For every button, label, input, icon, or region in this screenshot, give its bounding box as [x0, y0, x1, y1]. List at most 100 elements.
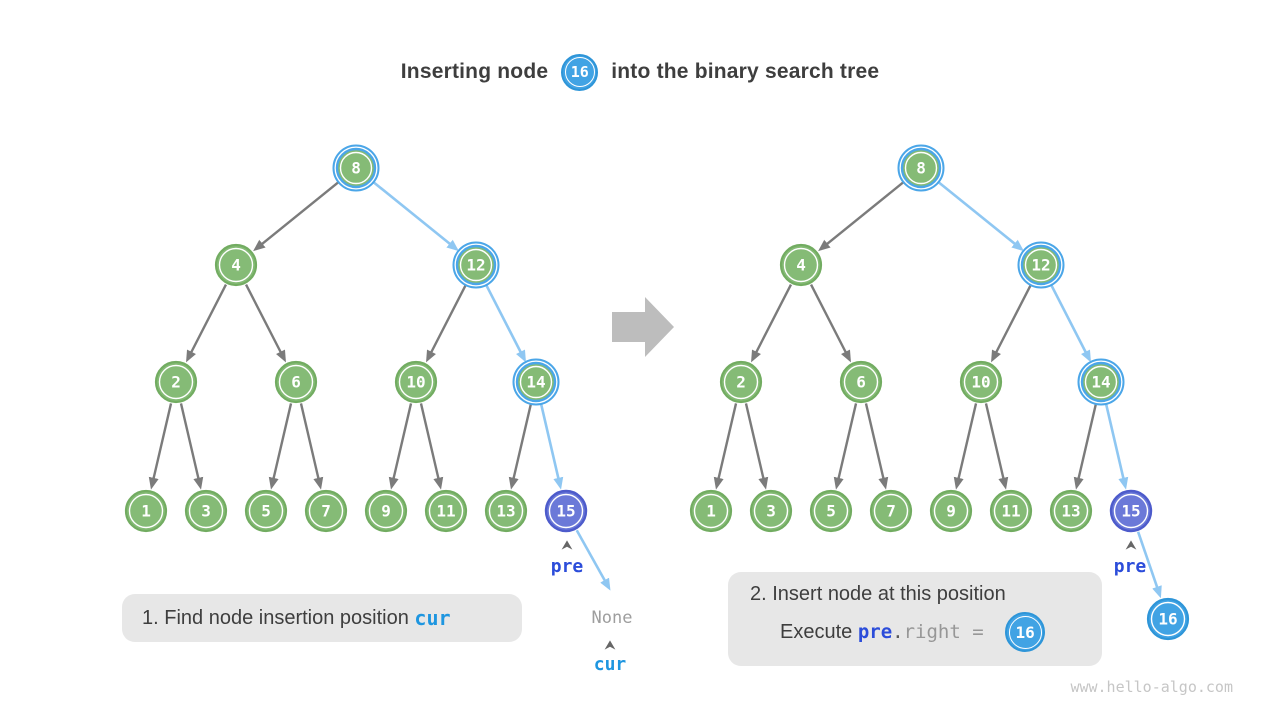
transition-arrow-icon: [612, 297, 674, 357]
tree-node-4: 4: [214, 243, 258, 287]
pointer-label-none: None: [592, 608, 633, 628]
caption-2-code-pre: pre: [857, 621, 893, 643]
node-value: 13: [496, 502, 515, 521]
edge-12-14: [1049, 283, 1091, 363]
node-value: 9: [946, 502, 956, 521]
node-value: 13: [1061, 502, 1080, 521]
tree-node-13: 13: [484, 489, 528, 533]
up-caret-icon: [561, 540, 573, 550]
tree-node-10: 10: [959, 360, 1003, 404]
edge-10-9: [388, 403, 413, 490]
node-value: 15: [1121, 502, 1140, 521]
tree-node-5: 5: [809, 489, 853, 533]
edge-12-10: [991, 284, 1033, 363]
up-caret-icon: [1125, 540, 1137, 550]
pointer-label-pre: pre: [1114, 556, 1147, 577]
node-value: 8: [351, 159, 361, 178]
edge-10-11: [419, 403, 444, 490]
title-prefix: Inserting node: [400, 60, 549, 83]
tree-node-9: 9: [929, 489, 973, 533]
tree-node-6: 6: [839, 360, 883, 404]
tree-node-16: 16: [1146, 597, 1190, 641]
node-value: 11: [436, 502, 455, 521]
caption-2-exec-label: Execute: [780, 620, 858, 643]
node-value: 2: [171, 373, 181, 392]
node-value: 5: [261, 502, 271, 521]
node-value: 9: [381, 502, 391, 521]
caption-step-2: 2. Insert node at this position Execute …: [728, 572, 1102, 666]
edge-4-2: [186, 284, 228, 363]
node-value: 7: [321, 502, 331, 521]
edge-6-7: [864, 403, 889, 490]
node-value: 6: [856, 373, 866, 392]
pointer-label-cur: cur: [594, 654, 627, 675]
tree-node-7: 7: [869, 489, 913, 533]
node-value: 2: [736, 373, 746, 392]
tree-node-15: 15: [544, 489, 588, 533]
edge-2-3: [179, 403, 204, 490]
tree-node-15: 15: [1109, 489, 1153, 533]
edge-8-4: [253, 180, 340, 252]
edge-2-1: [713, 403, 738, 490]
edge-12-10: [426, 284, 468, 363]
node-value: 3: [766, 502, 776, 521]
caption-1-text: 1. Find node insertion position: [142, 606, 415, 629]
caption-2-node-16: 16: [1005, 612, 1046, 652]
edge-4-6: [244, 284, 286, 363]
tree-node-6: 6: [274, 360, 318, 404]
node-value: 4: [796, 256, 806, 275]
node-value: 10: [406, 373, 425, 392]
caption-2-line-1: 2. Insert node at this position: [750, 583, 1006, 605]
tree-node-1: 1: [124, 489, 168, 533]
tree-node-10: 10: [394, 360, 438, 404]
edge-2-1: [148, 403, 173, 490]
node-value: 1: [706, 502, 716, 521]
node-value: 15: [556, 502, 575, 521]
node-value: 10: [971, 373, 990, 392]
edge-10-11: [984, 403, 1009, 490]
caption-2-node-value: 16: [1015, 622, 1035, 642]
tree-node-14: 14: [512, 358, 560, 406]
edge-12-14: [484, 283, 526, 363]
node-value: 3: [201, 502, 211, 521]
node-value: 6: [291, 373, 301, 392]
edge-10-9: [953, 403, 978, 490]
node-value: 14: [526, 373, 545, 392]
tree-node-11: 11: [424, 489, 468, 533]
caption-1-line: 1. Find node insertion position cur: [142, 606, 451, 630]
node-value: 4: [231, 256, 241, 275]
page-title: Inserting node 16 into the binary search…: [0, 52, 1280, 92]
edge-15-none: [575, 529, 611, 591]
edge-4-2: [751, 284, 793, 363]
tree-node-9: 9: [364, 489, 408, 533]
title-suffix: into the binary search tree: [611, 60, 880, 83]
node-value: 16: [1158, 610, 1177, 629]
edge-14-15: [1104, 403, 1129, 490]
tree-node-4: 4: [779, 243, 823, 287]
tree-node-3: 3: [749, 489, 793, 533]
node-value: 5: [826, 502, 836, 521]
edge-6-5: [833, 403, 858, 490]
caption-2-code-right: right: [903, 621, 961, 643]
edge-2-3: [744, 403, 769, 490]
title-node-16: 16: [561, 53, 599, 91]
edge-6-5: [268, 403, 293, 490]
edge-15-16: [1136, 531, 1162, 599]
node-value: 7: [886, 502, 896, 521]
edge-8-12: [372, 180, 459, 252]
tree-node-12: 12: [452, 241, 500, 289]
caption-2-code-dot: .: [892, 621, 904, 643]
edge-14-15: [539, 403, 564, 490]
edge-14-13: [1073, 403, 1098, 490]
tree-node-14: 14: [1077, 358, 1125, 406]
tree-node-8: 8: [897, 144, 945, 192]
tree-node-8: 8: [332, 144, 380, 192]
tree-node-3: 3: [184, 489, 228, 533]
edge-14-13: [508, 403, 533, 490]
tree-node-2: 2: [154, 360, 198, 404]
tree-node-5: 5: [244, 489, 288, 533]
